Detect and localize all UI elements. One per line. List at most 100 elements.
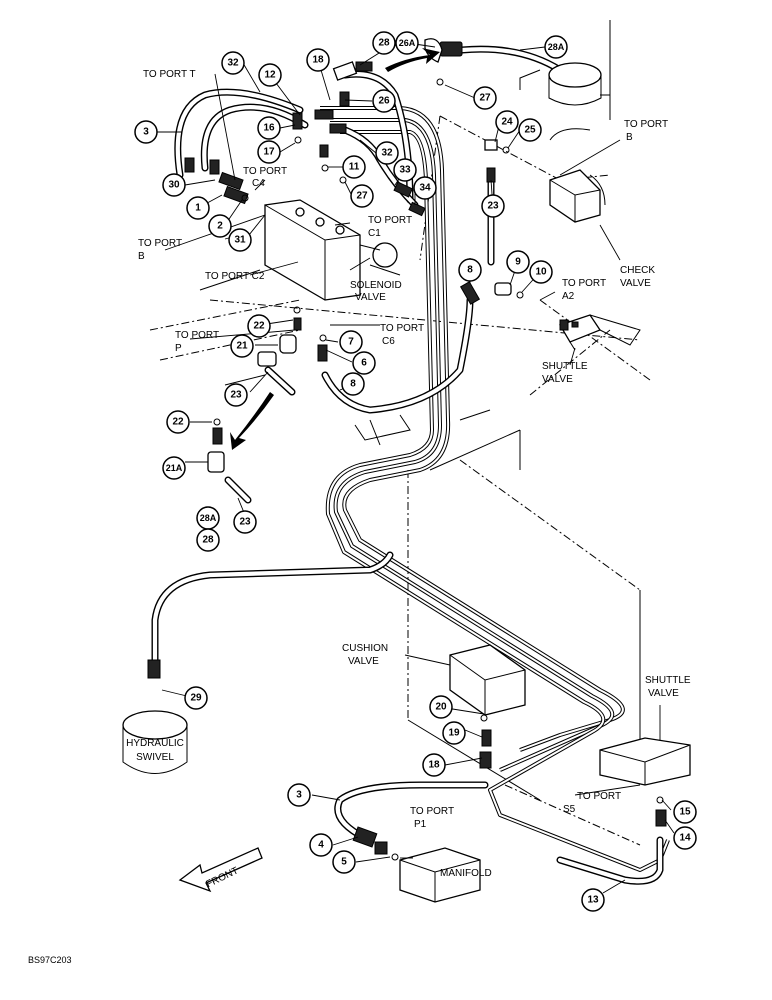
svg-text:28A: 28A bbox=[200, 513, 217, 523]
svg-text:29: 29 bbox=[190, 693, 202, 704]
label-to-port-c2: TO PORT C2 bbox=[205, 271, 265, 282]
callout-11: 11 bbox=[342, 155, 366, 179]
svg-text:3: 3 bbox=[143, 127, 149, 138]
label-to-port-c1: TO PORT bbox=[368, 215, 412, 226]
callout-7: 7 bbox=[339, 330, 363, 354]
svg-text:16: 16 bbox=[263, 123, 275, 134]
svg-text:20: 20 bbox=[435, 702, 447, 713]
svg-text:22: 22 bbox=[253, 321, 265, 332]
svg-text:28: 28 bbox=[202, 535, 214, 546]
callout-3: 3 bbox=[134, 120, 158, 144]
callout-9: 9 bbox=[506, 250, 530, 274]
svg-text:1: 1 bbox=[195, 203, 201, 214]
label-hydraulic-swivel: HYDRAULIC bbox=[126, 738, 184, 749]
svg-text:22: 22 bbox=[172, 417, 184, 428]
callout-10: 10 bbox=[529, 260, 553, 284]
label-to-port-s5-2: S5 bbox=[563, 804, 576, 815]
svg-text:27: 27 bbox=[479, 93, 491, 104]
callout-26: 26 bbox=[372, 89, 396, 113]
svg-text:26A: 26A bbox=[399, 38, 416, 48]
label-to-port-t: TO PORT T bbox=[143, 69, 196, 80]
label-shuttle-valve-upper: SHUTTLE bbox=[542, 361, 588, 372]
callout-23-mid: 23 bbox=[224, 383, 248, 407]
label-to-port-c1-2: C1 bbox=[368, 228, 381, 239]
label-solenoid-valve: SOLENOID bbox=[350, 280, 402, 291]
svg-text:28: 28 bbox=[378, 38, 390, 49]
svg-text:10: 10 bbox=[535, 267, 547, 278]
callout-18: 18 bbox=[306, 48, 330, 72]
callout-2: 2 bbox=[208, 214, 232, 238]
label-to-port-c4-2: C4 bbox=[252, 178, 265, 189]
figure-id: BS97C203 bbox=[28, 955, 72, 965]
svg-text:23: 23 bbox=[487, 201, 499, 212]
svg-text:30: 30 bbox=[168, 180, 180, 191]
svg-text:23: 23 bbox=[230, 390, 242, 401]
svg-text:4: 4 bbox=[318, 840, 324, 851]
reservoir-cylinder bbox=[548, 62, 602, 141]
manifold-block bbox=[399, 847, 481, 903]
svg-text:33: 33 bbox=[399, 165, 411, 176]
label-solenoid-valve-2: VALVE bbox=[355, 292, 386, 303]
callout-24: 24 bbox=[495, 110, 519, 134]
callout-28-low: 28 bbox=[196, 528, 220, 552]
svg-text:7: 7 bbox=[348, 337, 354, 348]
svg-text:21A: 21A bbox=[166, 463, 183, 473]
label-manifold: MANIFOLD bbox=[440, 868, 492, 879]
callout-4: 4 bbox=[309, 833, 333, 857]
callout-14: 14 bbox=[673, 826, 697, 850]
callout-12: 12 bbox=[258, 63, 282, 87]
label-cushion-valve-2: VALVE bbox=[348, 656, 379, 667]
callout-8-mid: 8 bbox=[341, 372, 365, 396]
check-valve bbox=[549, 169, 606, 223]
callout-28a: 28A bbox=[544, 35, 568, 59]
label-to-port-c4: TO PORT bbox=[243, 166, 287, 177]
svg-text:34: 34 bbox=[419, 183, 431, 194]
callout-30: 30 bbox=[162, 173, 186, 197]
label-shuttle-valve-lower: SHUTTLE bbox=[645, 675, 691, 686]
label-to-port-p: TO PORT bbox=[175, 330, 219, 341]
label-to-port-p-2: P bbox=[175, 343, 182, 354]
svg-text:23: 23 bbox=[239, 517, 251, 528]
callout-6: 6 bbox=[352, 351, 376, 375]
callout-28: 28 bbox=[372, 31, 396, 55]
svg-text:21: 21 bbox=[236, 341, 248, 352]
svg-text:6: 6 bbox=[361, 358, 367, 369]
callout-18-low: 18 bbox=[422, 753, 446, 777]
label-check-valve-2: VALVE bbox=[620, 278, 651, 289]
svg-text:18: 18 bbox=[312, 55, 324, 66]
callout-13: 13 bbox=[581, 888, 605, 912]
label-to-port-b-left-2: B bbox=[138, 251, 145, 262]
callout-34: 34 bbox=[413, 176, 437, 200]
callout-21: 21 bbox=[230, 334, 254, 358]
callout-33: 33 bbox=[393, 158, 417, 182]
svg-text:18: 18 bbox=[428, 760, 440, 771]
callout-15: 15 bbox=[673, 800, 697, 824]
callout-29: 29 bbox=[184, 686, 208, 710]
label-to-port-a2-2: A2 bbox=[562, 291, 575, 302]
label-to-port-b-left: TO PORT bbox=[138, 238, 182, 249]
svg-text:19: 19 bbox=[448, 728, 460, 739]
svg-text:17: 17 bbox=[263, 147, 275, 158]
callout-22-mid: 22 bbox=[247, 314, 271, 338]
svg-text:8: 8 bbox=[467, 265, 473, 276]
callout-23-low: 23 bbox=[233, 510, 257, 534]
callout-8-top: 8 bbox=[458, 258, 482, 282]
svg-text:13: 13 bbox=[587, 895, 599, 906]
callout-19: 19 bbox=[442, 721, 466, 745]
svg-text:9: 9 bbox=[515, 257, 521, 268]
callout-32: 32 bbox=[221, 51, 245, 75]
callout-28a-low: 28A bbox=[196, 506, 220, 530]
label-to-port-p1: TO PORT bbox=[410, 806, 454, 817]
svg-text:8: 8 bbox=[350, 379, 356, 390]
callout-32-mid: 32 bbox=[375, 141, 399, 165]
callout-21a: 21A bbox=[162, 456, 186, 480]
label-cushion-valve: CUSHION bbox=[342, 643, 388, 654]
label-to-port-c6-2: C6 bbox=[382, 336, 395, 347]
svg-text:27: 27 bbox=[356, 191, 368, 202]
callout-23-top: 23 bbox=[481, 194, 505, 218]
svg-text:26: 26 bbox=[378, 96, 390, 107]
callout-16: 16 bbox=[257, 116, 281, 140]
label-to-port-a2: TO PORT bbox=[562, 278, 606, 289]
o-rings bbox=[213, 78, 664, 861]
